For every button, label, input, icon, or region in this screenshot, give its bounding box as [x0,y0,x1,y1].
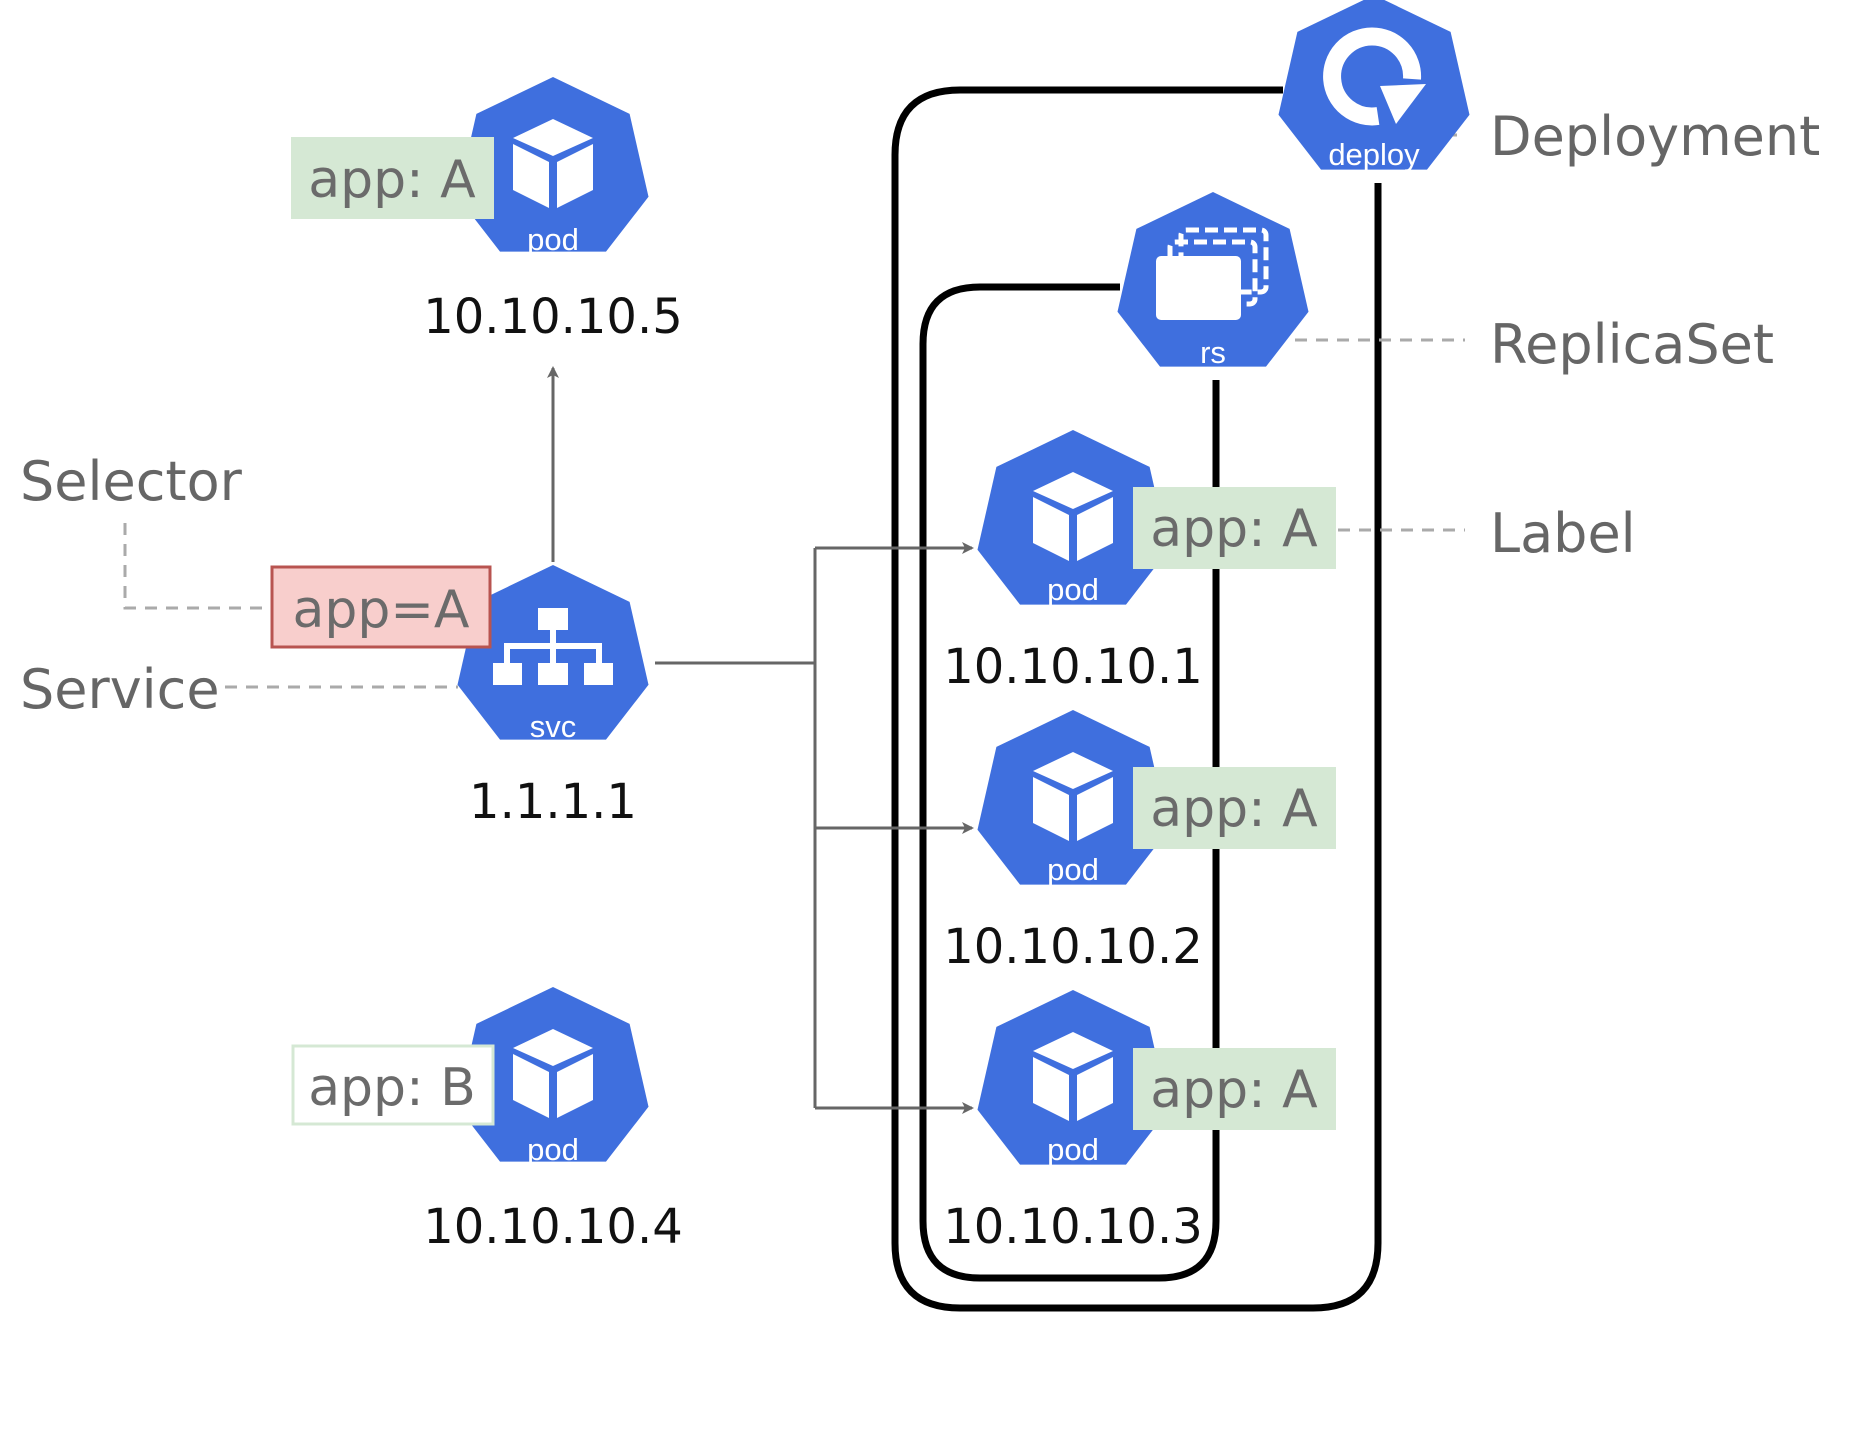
pod-node-replica-2: pod app: A 10.10.10.2 [943,710,1336,975]
replicaset-icon [1156,227,1269,320]
selector-tag: app=A [292,580,469,640]
deployment-label: deploy [1328,137,1420,172]
deployment-node: deploy [1278,0,1470,172]
pod-label: pod [527,222,579,257]
pod-ip: 10.10.10.1 [943,639,1203,695]
label-tag-box [291,1044,495,1126]
service-node: svc app=A 1.1.1.1 [270,565,649,830]
annotation-replicaset: ReplicaSet [1490,313,1774,376]
pod-ip: 10.10.10.2 [943,919,1203,975]
replicaset-boundary [919,283,1220,1282]
label-tag-box [291,137,494,219]
pod-label: pod [527,1132,579,1167]
pod-node-top: pod app: A 10.10.10.5 [291,77,683,345]
pod-node-replica-1: pod app: A 10.10.10.1 [943,430,1336,695]
pod-label: pod [1047,1132,1099,1167]
annotation-deployment: Deployment [1490,105,1820,168]
annotation-service: Service [20,658,220,721]
label-tag: app: A [1150,779,1318,839]
annotation-label: Label [1490,502,1636,565]
label-tag: app: B [308,1058,476,1118]
service-ip: 1.1.1.1 [469,774,637,830]
pod-node-replica-3: pod app: A 10.10.10.3 [943,990,1336,1255]
label-tag: app: A [1150,1060,1318,1120]
label-tag-box [1133,1048,1336,1130]
label-tag-box [1133,487,1336,569]
service-icon [493,608,613,685]
pod-ip: 10.10.10.5 [423,289,683,345]
deployment-boundary [891,86,1382,1312]
label-tag-box [1133,767,1336,849]
pod-ip: 10.10.10.4 [423,1199,683,1255]
pod-label: pod [1047,852,1099,887]
replicaset-label: rs [1200,335,1226,370]
label-tag: app: A [308,150,476,210]
service-connectors [547,366,974,1114]
deployment-icon [1323,27,1426,126]
replicaset-node: rs [1117,192,1309,370]
pod-label: pod [1047,572,1099,607]
pod-node-bottom: pod app: B 10.10.10.4 [291,987,683,1255]
annotation-selector: Selector [20,450,243,513]
label-tag: app: A [1150,499,1318,559]
selector-tag-box [270,565,492,649]
service-label: svc [530,709,577,744]
pod-ip: 10.10.10.3 [943,1199,1203,1255]
